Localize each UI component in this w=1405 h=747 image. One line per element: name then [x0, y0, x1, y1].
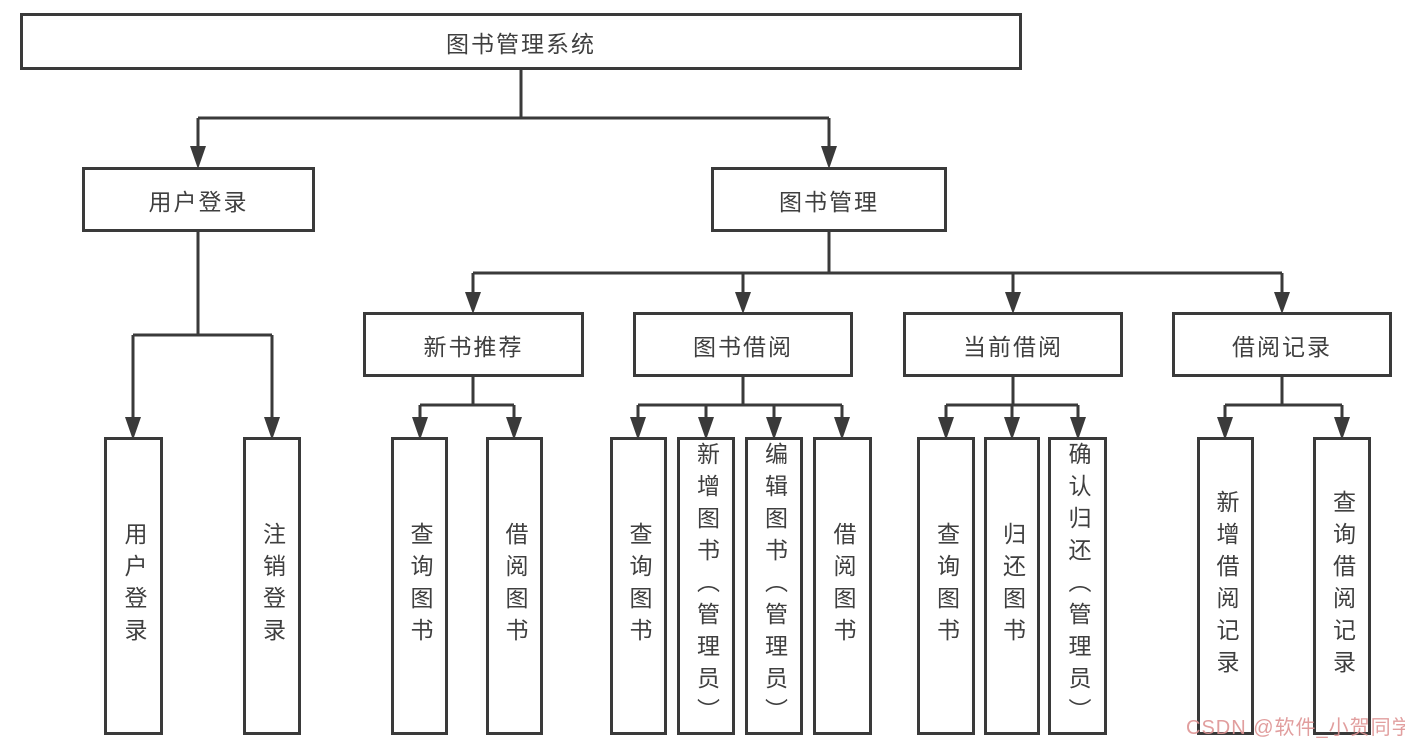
leaf-return-book: 归还图书	[984, 437, 1040, 735]
node-label: 图书借阅	[693, 333, 793, 360]
node-root-library-system: 图书管理系统	[20, 13, 1022, 70]
leaf-label: 借阅图书	[502, 522, 528, 650]
leaf-confirm-return-admin: 确认归还（管理员）	[1048, 437, 1107, 735]
leaf-label: 用户登录	[121, 522, 147, 650]
node-current-borrow: 当前借阅	[903, 312, 1123, 377]
node-label: 用户登录	[148, 188, 249, 215]
node-label: 新书推荐	[423, 333, 524, 360]
csdn-watermark: CSDN @软件_小贺同学	[1186, 717, 1405, 739]
node-book-management: 图书管理	[711, 167, 947, 232]
leaf-label: 编辑图书（管理员）	[761, 442, 788, 730]
node-new-book-recommend: 新书推荐	[363, 312, 584, 377]
leaf-borrow-books-recommend: 借阅图书	[486, 437, 543, 735]
node-label: 图书管理系统	[446, 30, 596, 57]
node-book-borrow: 图书借阅	[633, 312, 853, 377]
node-label: 当前借阅	[963, 333, 1063, 360]
leaf-label: 查询图书	[626, 522, 652, 650]
leaf-label: 新增借阅记录	[1213, 490, 1239, 682]
leaf-borrow-books: 借阅图书	[813, 437, 872, 735]
leaf-label: 确认归还（管理员）	[1065, 442, 1091, 730]
node-label: 借阅记录	[1232, 333, 1332, 360]
leaf-add-borrow-record: 新增借阅记录	[1197, 437, 1254, 735]
leaf-query-books-current: 查询图书	[917, 437, 975, 735]
leaf-add-book-admin: 新增图书（管理员）	[677, 437, 735, 735]
leaf-user-login: 用户登录	[104, 437, 163, 735]
leaf-query-books-borrow: 查询图书	[610, 437, 667, 735]
node-label: 图书管理	[779, 188, 879, 215]
leaf-label: 注销登录	[259, 522, 286, 650]
leaf-query-books-recommend: 查询图书	[391, 437, 448, 735]
leaf-logout: 注销登录	[243, 437, 301, 735]
leaf-label: 查询图书	[933, 522, 960, 650]
leaf-label: 查询图书	[407, 522, 433, 650]
node-user-login: 用户登录	[82, 167, 315, 232]
leaf-query-borrow-record: 查询借阅记录	[1313, 437, 1371, 735]
leaf-label: 借阅图书	[830, 522, 856, 650]
leaf-label: 查询借阅记录	[1329, 490, 1356, 682]
leaf-label: 新增图书（管理员）	[693, 442, 720, 730]
leaf-label: 归还图书	[999, 522, 1026, 650]
node-borrow-records: 借阅记录	[1172, 312, 1392, 377]
leaf-edit-book-admin: 编辑图书（管理员）	[745, 437, 803, 735]
